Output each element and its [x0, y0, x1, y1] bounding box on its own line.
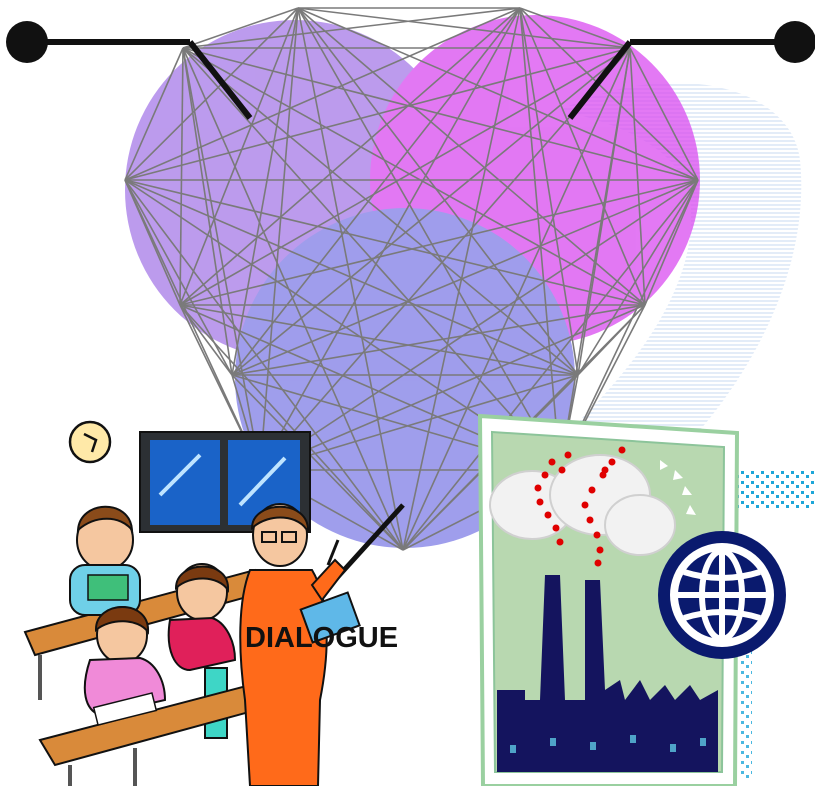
web-line — [179, 179, 699, 306]
web-line — [124, 179, 404, 551]
web-line — [519, 7, 631, 49]
web-line — [402, 47, 631, 551]
connector-left — [6, 21, 253, 120]
web-line — [182, 7, 299, 49]
web-line — [179, 304, 233, 376]
smoke-dots — [534, 446, 626, 567]
web-line — [259, 179, 699, 471]
web-line — [231, 7, 299, 376]
web-line — [231, 47, 631, 376]
black-dot-icon — [6, 21, 48, 63]
web-line — [124, 47, 184, 181]
web-line — [124, 7, 299, 181]
web-line — [182, 7, 521, 49]
web-line — [179, 304, 579, 376]
web-line — [124, 179, 181, 306]
web-line — [644, 179, 699, 306]
web-line — [402, 179, 699, 551]
web-line — [519, 7, 579, 376]
web-line — [577, 179, 699, 376]
web-line — [297, 7, 579, 376]
web-line — [179, 47, 184, 306]
web-line — [179, 7, 299, 306]
factory-silhouette — [497, 575, 718, 772]
student-girl-pink — [83, 606, 167, 717]
web-line — [124, 179, 261, 471]
web-line — [519, 7, 646, 306]
web-line — [297, 7, 646, 306]
web-line — [559, 47, 631, 471]
connector-bottom — [333, 503, 405, 582]
student-red — [167, 563, 237, 739]
web-line — [182, 47, 404, 551]
clock-icon — [68, 420, 112, 464]
web-line — [124, 179, 233, 376]
web-line — [179, 47, 631, 306]
web-line — [179, 304, 404, 551]
teacher — [239, 503, 361, 786]
classroom-window — [139, 431, 311, 533]
classroom-clipart — [23, 420, 361, 786]
web-line — [231, 304, 646, 376]
connector-right — [567, 21, 815, 120]
web-line — [297, 7, 404, 551]
background-watermark-shape — [560, 82, 802, 456]
black-dot-icon — [774, 21, 815, 63]
dialogue-caption: DIALOGUE — [245, 622, 399, 654]
web-line — [182, 47, 646, 306]
factory-poster — [477, 413, 740, 786]
web-line — [124, 47, 631, 181]
web-line — [124, 7, 521, 181]
web-line — [182, 47, 579, 376]
web-line — [182, 47, 261, 471]
web-line — [182, 47, 233, 376]
web-line — [629, 47, 646, 306]
student-back — [69, 505, 141, 616]
web-line — [259, 7, 299, 471]
web-line — [231, 179, 699, 376]
web-line — [124, 179, 646, 306]
globe-icon — [658, 531, 786, 659]
web-line — [297, 7, 699, 181]
web-line — [259, 374, 579, 471]
web-line — [259, 304, 646, 471]
web-line — [297, 7, 631, 49]
speckle-decoration — [735, 470, 815, 780]
web-line — [519, 7, 561, 471]
web-line — [179, 7, 521, 306]
web-line — [259, 47, 631, 471]
web-line — [124, 179, 579, 376]
web-line — [629, 47, 699, 181]
web-line — [231, 7, 521, 376]
web-line — [231, 374, 404, 551]
web-line — [259, 7, 521, 471]
